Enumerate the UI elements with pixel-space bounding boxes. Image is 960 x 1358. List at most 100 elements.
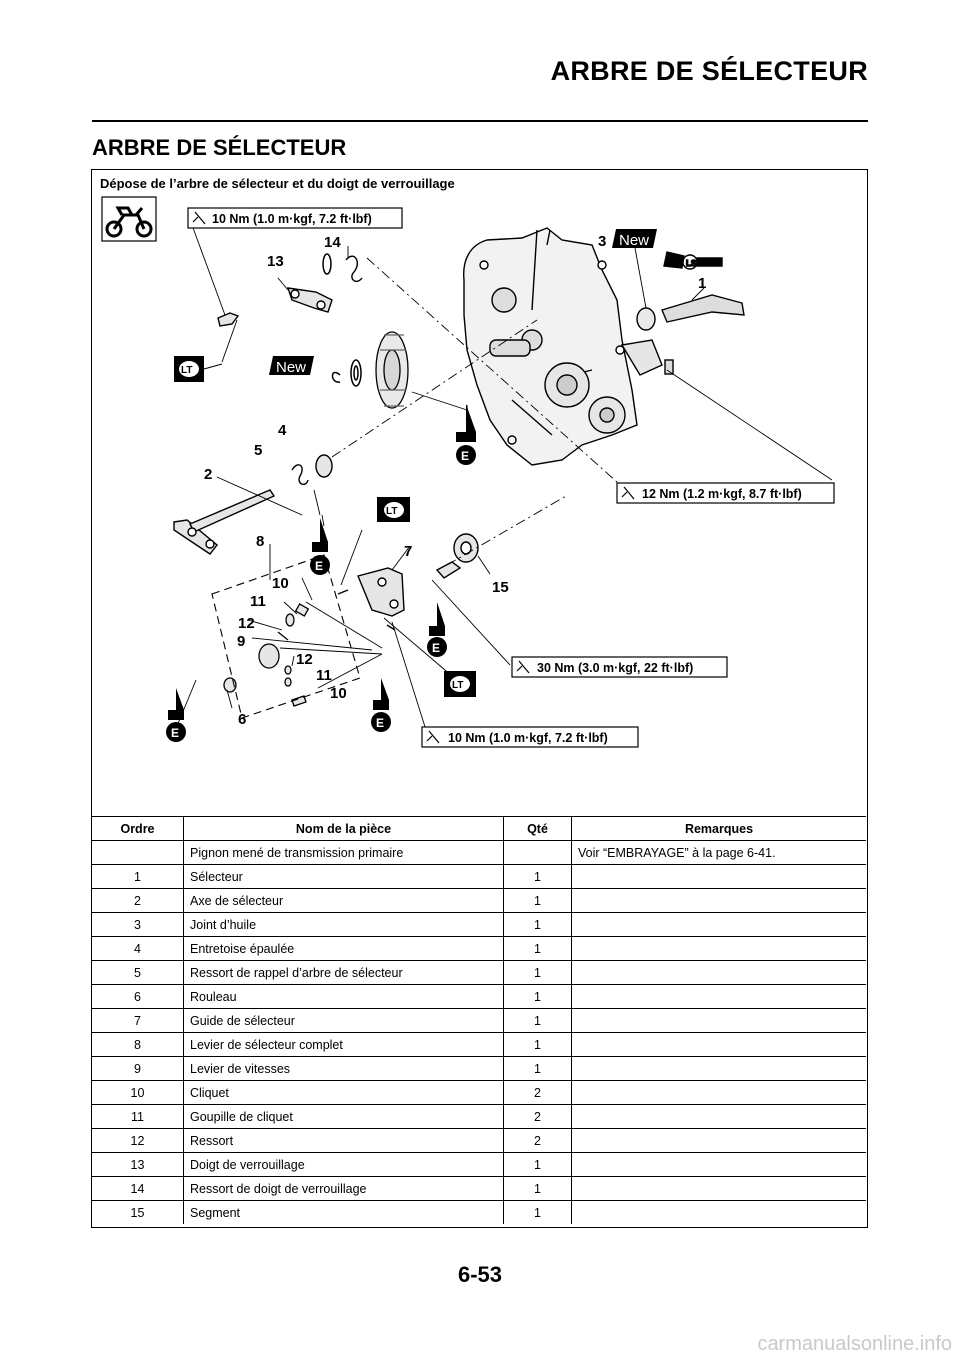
torque-spec-4: 10 Nm (1.0 m·kgf, 7.2 ft·lbf) <box>421 726 639 748</box>
cell-remarques <box>571 1176 866 1201</box>
callout-8: 8 <box>256 533 264 550</box>
callout-1: 1 <box>698 275 706 292</box>
cell-nom: Entretoise épaulée <box>183 936 504 961</box>
cell-qte: 1 <box>503 984 572 1009</box>
cell-qte: 1 <box>503 1008 572 1033</box>
callout-6: 6 <box>238 711 246 728</box>
callout-2: 2 <box>204 466 212 483</box>
parts-table: Ordre Nom de la pièce Qté Remarques Pign… <box>92 816 866 1224</box>
cell-qte: 2 <box>503 1128 572 1153</box>
cell-qte: 1 <box>503 1032 572 1057</box>
stopper-lever-part <box>217 255 363 327</box>
cell-nom: Rouleau <box>183 984 504 1009</box>
cell-nom: Sélecteur <box>183 864 504 889</box>
leader-lines <box>176 224 833 731</box>
cell-nom: Levier de sélecteur complet <box>183 1032 504 1057</box>
svg-text:E: E <box>432 641 440 655</box>
e-symbol-4: E <box>166 688 186 742</box>
assembly-dashed-group <box>211 554 361 719</box>
svg-text:E: E <box>315 559 323 573</box>
cell-remarques <box>571 1152 866 1177</box>
cell-ordre: 14 <box>92 1176 184 1201</box>
section-title: ARBRE DE SÉLECTEUR <box>92 135 347 160</box>
table-row: Pignon mené de transmission primaire Voir… <box>92 840 866 865</box>
callout-10-a: 10 <box>272 575 289 592</box>
cell-remarques <box>571 1128 866 1153</box>
cell-nom: Doigt de verrouillage <box>183 1152 504 1177</box>
cell-remarques <box>571 1200 866 1224</box>
cell-ordre: 4 <box>92 936 184 961</box>
shift-lever-part: LS <box>636 251 745 375</box>
cell-ordre: 13 <box>92 1152 184 1177</box>
exploded-view-diagram: LS <box>101 196 835 748</box>
torque-label-4: 10 Nm (1.0 m·kgf, 7.2 ft·lbf) <box>448 731 608 745</box>
table-header-row: Ordre Nom de la pièce Qté Remarques <box>92 816 866 841</box>
e-symbol-3: E <box>427 602 447 657</box>
cell-nom: Levier de vitesses <box>183 1056 504 1081</box>
cell-qte: 1 <box>503 1056 572 1081</box>
procedure-title: Dépose de l’arbre de sélecteur et du doi… <box>100 176 455 191</box>
svg-text:LT: LT <box>452 680 463 691</box>
header-divider <box>92 120 868 122</box>
callout-3: 3 <box>598 233 606 250</box>
torque-spec-3: 30 Nm (3.0 m·kgf, 22 ft·lbf) <box>511 656 728 678</box>
cell-ordre <box>92 840 184 865</box>
cell-ordre: 8 <box>92 1032 184 1057</box>
cell-qte: 1 <box>503 864 572 889</box>
cell-nom: Axe de sélecteur <box>183 888 504 913</box>
cell-remarques <box>571 1032 866 1057</box>
cell-nom: Ressort de rappel d’arbre de sélecteur <box>183 960 504 985</box>
cell-remarques <box>571 1104 866 1129</box>
new-badge-1: New <box>612 229 657 249</box>
callout-12-a: 12 <box>238 615 255 632</box>
callout-14: 14 <box>324 234 341 251</box>
cell-qte: 1 <box>503 888 572 913</box>
cell-nom: Joint d’huile <box>183 912 504 937</box>
washer-parts <box>322 253 362 387</box>
cell-ordre: 11 <box>92 1104 184 1129</box>
callout-5: 5 <box>254 442 262 459</box>
lt-symbol-2: LT <box>377 497 410 522</box>
torque-spec-2: 12 Nm (1.2 m·kgf, 8.7 ft·lbf) <box>616 482 835 504</box>
watermark: carmanualsonline.info <box>757 1333 952 1355</box>
cell-ordre: 15 <box>92 1200 184 1224</box>
callout-11-a: 11 <box>250 593 266 610</box>
torque-spec-1: 10 Nm (1.0 m·kgf, 7.2 ft·lbf) <box>187 207 403 229</box>
svg-text:E: E <box>171 726 179 740</box>
gear-part <box>375 331 409 409</box>
cell-remarques <box>571 1056 866 1081</box>
cell-ordre: 1 <box>92 864 184 889</box>
cell-ordre: 12 <box>92 1128 184 1153</box>
callout-12-b: 12 <box>296 651 313 668</box>
svg-text:E: E <box>461 449 469 463</box>
e-symbol-2: E <box>310 518 330 575</box>
lt-symbol-3: LT <box>444 671 476 697</box>
cell-remarques: Voir “EMBRAYAGE” à la page 6-41. <box>571 840 866 865</box>
cell-nom: Pignon mené de transmission primaire <box>183 840 504 865</box>
motorcycle-icon <box>101 196 157 242</box>
column-header-nom: Nom de la pièce <box>183 816 504 841</box>
callout-10-b: 10 <box>330 685 347 702</box>
shift-lever-assembly <box>223 603 310 707</box>
cell-qte: 2 <box>503 1104 572 1129</box>
cell-nom: Segment <box>183 1200 504 1224</box>
torque-label-2: 12 Nm (1.2 m·kgf, 8.7 ft·lbf) <box>642 487 802 501</box>
cell-qte <box>503 840 572 865</box>
callout-4: 4 <box>278 422 287 439</box>
torque-label-3: 30 Nm (3.0 m·kgf, 22 ft·lbf) <box>537 661 693 675</box>
cell-nom: Guide de sélecteur <box>183 1008 504 1033</box>
